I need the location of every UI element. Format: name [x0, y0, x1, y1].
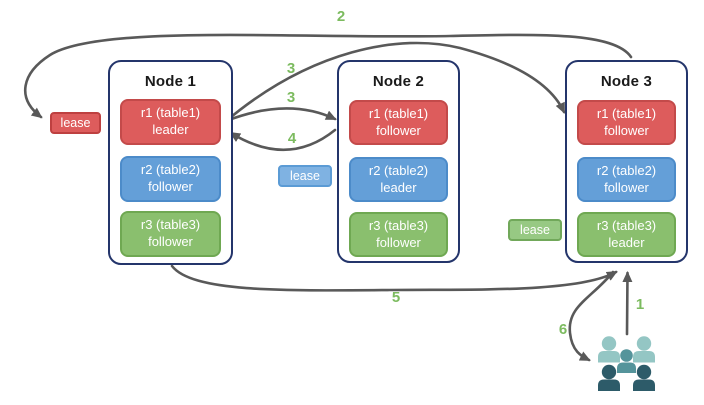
arrow-step-5 — [170, 264, 618, 292]
lease-badge-r2: lease — [278, 165, 332, 187]
arrow-step-3-to-node2 — [224, 107, 337, 123]
range-role: leader — [608, 234, 645, 250]
person-icon — [633, 336, 655, 363]
step-label-4: 4 — [287, 130, 297, 147]
node-2-title: Node 2 — [372, 73, 425, 90]
node-1-range-r3: r3 (table3) follower — [120, 211, 221, 257]
node-2-range-r1: r1 (table1) follower — [349, 100, 448, 145]
range-label: r1 (table1) — [368, 105, 429, 121]
range-role: follower — [604, 122, 649, 138]
range-label: r3 (table3) — [368, 217, 429, 233]
range-label: r2 (table2) — [140, 162, 201, 178]
node-1-title: Node 1 — [144, 73, 197, 90]
person-icon — [598, 364, 620, 391]
person-icon — [617, 349, 636, 373]
range-label: r1 (table1) — [140, 105, 201, 121]
range-role: leader — [380, 179, 417, 195]
range-label: r2 (table2) — [368, 162, 429, 178]
range-label: r1 (table1) — [596, 105, 657, 121]
arrows-group — [24, 33, 633, 362]
node-3-range-r3: r3 (table3) leader — [577, 212, 676, 257]
range-role: follower — [148, 179, 193, 194]
node-1-range-r1: r1 (table1) leader — [120, 99, 221, 145]
step-label-5: 5 — [391, 289, 401, 306]
node-3-title: Node 3 — [600, 73, 653, 90]
node-2-range-r2: r2 (table2) leader — [349, 157, 448, 202]
node-2-box: Node 2 r1 (table1) follower r2 (table2) … — [337, 60, 460, 263]
arrow-step-6 — [568, 270, 615, 362]
range-label: r3 (table3) — [140, 217, 201, 233]
lease-badge-r1: lease — [50, 112, 101, 134]
step-label-3b: 3 — [286, 89, 296, 106]
users-icon — [598, 336, 655, 391]
arrow-step-3-to-node3 — [223, 41, 566, 124]
node-1-range-r2: r2 (table2) follower — [120, 156, 221, 202]
arrow-step-4 — [229, 128, 337, 152]
node-3-range-r1: r1 (table1) follower — [577, 100, 676, 145]
range-role: follower — [376, 122, 421, 138]
range-role: leader — [152, 122, 189, 137]
range-label: r2 (table2) — [596, 162, 657, 178]
step-label-2: 2 — [336, 8, 346, 25]
step-label-3a: 3 — [286, 60, 296, 77]
node-3-range-r2: r2 (table2) follower — [577, 157, 676, 202]
step-label-1: 1 — [635, 296, 645, 313]
person-icon — [598, 336, 620, 363]
range-label: r3 (table3) — [596, 217, 657, 233]
person-icon — [633, 364, 655, 391]
range-role: follower — [148, 234, 193, 249]
range-role: follower — [604, 179, 649, 195]
range-role: follower — [376, 234, 421, 250]
lease-badge-r3: lease — [508, 219, 562, 241]
step-label-6: 6 — [558, 321, 568, 338]
node-2-range-r3: r3 (table3) follower — [349, 212, 448, 257]
node-1-box: Node 1 r1 (table1) leader r2 (table2) fo… — [108, 60, 233, 265]
node-3-box: Node 3 r1 (table1) follower r2 (table2) … — [565, 60, 688, 263]
arrow-step-1 — [622, 271, 633, 336]
arrow-step-2 — [24, 33, 633, 119]
